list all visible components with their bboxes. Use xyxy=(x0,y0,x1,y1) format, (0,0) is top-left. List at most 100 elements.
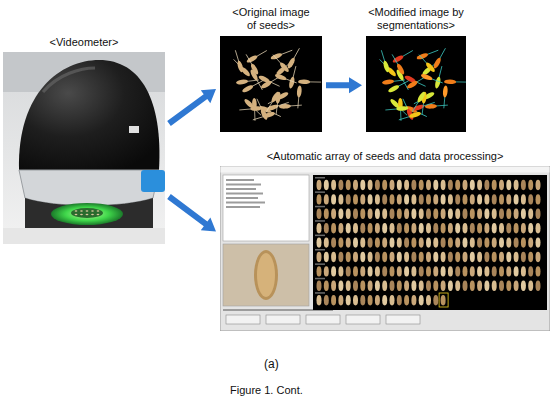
dish-seed xyxy=(86,211,89,213)
array-seed xyxy=(463,209,468,219)
array-seed xyxy=(338,238,343,248)
array-seed xyxy=(360,238,365,248)
info-line xyxy=(226,206,260,208)
detail-seed xyxy=(254,250,278,300)
array-seed xyxy=(521,195,526,205)
seed-body xyxy=(442,85,448,97)
array-seed xyxy=(419,267,424,277)
seed xyxy=(246,48,268,63)
button xyxy=(266,315,300,324)
seed-body xyxy=(241,84,254,94)
array-seed xyxy=(390,295,395,305)
array-seed xyxy=(324,223,329,233)
array-seed xyxy=(455,209,460,219)
window-frame xyxy=(220,166,550,331)
flow-arrow xyxy=(326,77,362,93)
green-light xyxy=(51,203,123,225)
array-seed xyxy=(455,238,460,248)
array-seed xyxy=(375,209,380,219)
array-seed xyxy=(499,195,504,205)
array-seed xyxy=(360,195,365,205)
array-seed xyxy=(492,238,497,248)
seed xyxy=(379,49,390,72)
info-line xyxy=(226,202,265,204)
array-seed xyxy=(470,252,475,262)
array-seed xyxy=(433,209,438,219)
array-seed xyxy=(353,209,358,219)
array-seed xyxy=(426,223,431,233)
array-seed xyxy=(382,180,387,190)
array-seed xyxy=(346,180,351,190)
array-seed xyxy=(331,252,336,262)
array-seed xyxy=(331,195,336,205)
array-seed xyxy=(419,252,424,262)
array-seed xyxy=(411,209,416,219)
array-seed xyxy=(441,223,446,233)
seed-awn xyxy=(309,81,321,82)
array-seed xyxy=(397,267,402,277)
array-seed xyxy=(324,267,329,277)
array-seed xyxy=(448,267,453,277)
figure-caption: Figure 1. Cont. xyxy=(230,384,303,396)
array-seed xyxy=(411,295,416,305)
seed xyxy=(434,65,444,88)
array-seed xyxy=(492,180,497,190)
array-seed xyxy=(426,238,431,248)
array-seed xyxy=(448,238,453,248)
array-seed xyxy=(492,267,497,277)
array-seed xyxy=(484,281,489,291)
array-seed xyxy=(353,267,358,277)
seed xyxy=(241,79,263,94)
seed-awn xyxy=(436,104,448,106)
array-seed xyxy=(484,195,489,205)
dome xyxy=(19,60,160,170)
array-seed xyxy=(536,180,541,190)
seed-body xyxy=(246,54,259,64)
array-seed xyxy=(331,267,336,277)
info-line xyxy=(226,179,254,181)
seed-body xyxy=(270,52,283,61)
array-seed xyxy=(536,195,541,205)
array-seed xyxy=(375,238,380,248)
seed-awn xyxy=(277,102,288,106)
panel-heading: <Videometer> xyxy=(19,36,149,49)
array-seed xyxy=(368,195,373,205)
array-seed xyxy=(360,252,365,262)
array-seed xyxy=(390,223,395,233)
array-seed xyxy=(463,252,468,262)
array-seed xyxy=(463,267,468,277)
seed-body xyxy=(250,63,260,76)
array-seed xyxy=(353,281,358,291)
array-seed xyxy=(470,267,475,277)
array-seed xyxy=(441,195,446,205)
array-seed xyxy=(470,223,475,233)
figure-panel: <Modified image by segmentations> xyxy=(366,6,466,132)
array-seed xyxy=(484,180,489,190)
flow-arrow xyxy=(167,89,216,126)
dish-seed xyxy=(75,214,78,216)
array-seed xyxy=(484,267,489,277)
array-seed xyxy=(433,238,438,248)
row-tag xyxy=(315,249,325,251)
seed-body xyxy=(382,60,390,73)
array-seed xyxy=(441,209,446,219)
photo-background xyxy=(3,52,165,244)
array-seed xyxy=(441,295,446,305)
dish-seed xyxy=(80,211,83,213)
seed-awn xyxy=(235,50,239,61)
array-seed xyxy=(426,267,431,277)
array-seed xyxy=(390,195,395,205)
seed xyxy=(442,85,449,108)
seed-awn xyxy=(385,109,397,110)
array-seed xyxy=(455,252,460,262)
array-seed xyxy=(448,223,453,233)
array-seed xyxy=(324,252,329,262)
array-seed xyxy=(455,180,460,190)
array-seed xyxy=(477,180,482,190)
seed xyxy=(390,53,405,75)
panel-heading: <Original image of seeds> xyxy=(228,6,314,33)
array-seed xyxy=(528,238,533,248)
array-seed xyxy=(404,238,409,248)
array-seed xyxy=(506,252,511,262)
seed xyxy=(398,111,421,122)
